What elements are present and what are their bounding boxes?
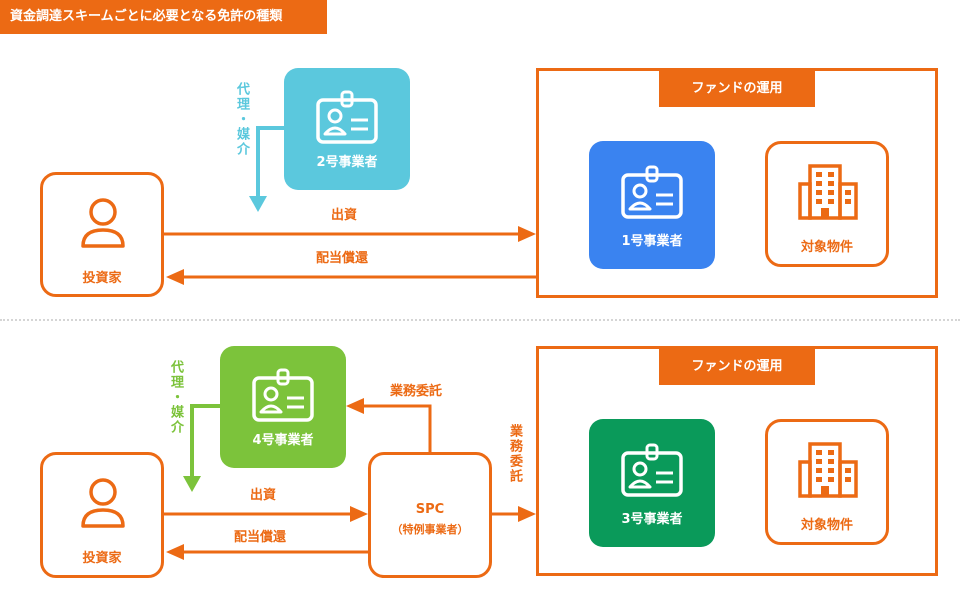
property-box-2: 対象物件 xyxy=(765,419,889,545)
invest-label-2: 出資 xyxy=(250,488,277,503)
spc-sub-label: （特例事業者） xyxy=(391,523,469,536)
license-card-1go: 1号事業者 xyxy=(589,141,715,269)
license-card-4go: 4号事業者 xyxy=(220,346,346,468)
property-label-2: 対象物件 xyxy=(800,518,853,533)
fund-panel-2: ファンドの運用 3号事業者 対象物件 xyxy=(536,346,938,576)
license-label-3go: 3号事業者 xyxy=(621,512,683,527)
scheme-1: 投資家 2号事業者 代理・媒介 出資 配当償還 ファンドの運用 1号事業者 対象… xyxy=(40,68,938,298)
license-card-2go: 2号事業者 xyxy=(284,68,410,190)
delegate-right-label: 業務委託 xyxy=(507,424,522,484)
agency-label-1: 代理・媒介 xyxy=(234,82,249,157)
license-label-4go: 4号事業者 xyxy=(252,433,314,448)
building-icon xyxy=(798,442,858,498)
invest-label-1: 出資 xyxy=(331,208,358,223)
agency-label-2: 代理・媒介 xyxy=(168,360,183,435)
property-box-1: 対象物件 xyxy=(765,141,889,267)
investor-box: 投資家 xyxy=(40,172,164,297)
return-label-1: 配当償還 xyxy=(316,251,369,266)
return-label-2: 配当償還 xyxy=(234,530,287,545)
page-title: 資金調達スキームごとに必要となる免許の種類 xyxy=(0,0,327,34)
license-label-1go: 1号事業者 xyxy=(621,234,683,249)
spc-label: SPC xyxy=(415,502,445,517)
fund-label-2: ファンドの運用 xyxy=(659,349,815,385)
investor-box: 投資家 xyxy=(40,452,164,578)
delegate-up-label: 業務委託 xyxy=(390,384,443,399)
agency-arrow-1 xyxy=(249,126,284,212)
license-label-2go: 2号事業者 xyxy=(316,155,378,170)
property-label-1: 対象物件 xyxy=(800,240,853,255)
section-divider xyxy=(0,319,960,321)
investor-label: 投資家 xyxy=(82,271,122,286)
license-card-3go: 3号事業者 xyxy=(589,419,715,547)
fund-label-1: ファンドの運用 xyxy=(659,71,815,107)
id-card-icon xyxy=(621,443,683,497)
fund-panel-1: ファンドの運用 1号事業者 対象物件 xyxy=(536,68,938,298)
investor-label: 投資家 xyxy=(82,551,122,566)
flow-arrows-1 xyxy=(164,226,536,285)
spc-box: SPC （特例事業者） xyxy=(368,452,492,578)
